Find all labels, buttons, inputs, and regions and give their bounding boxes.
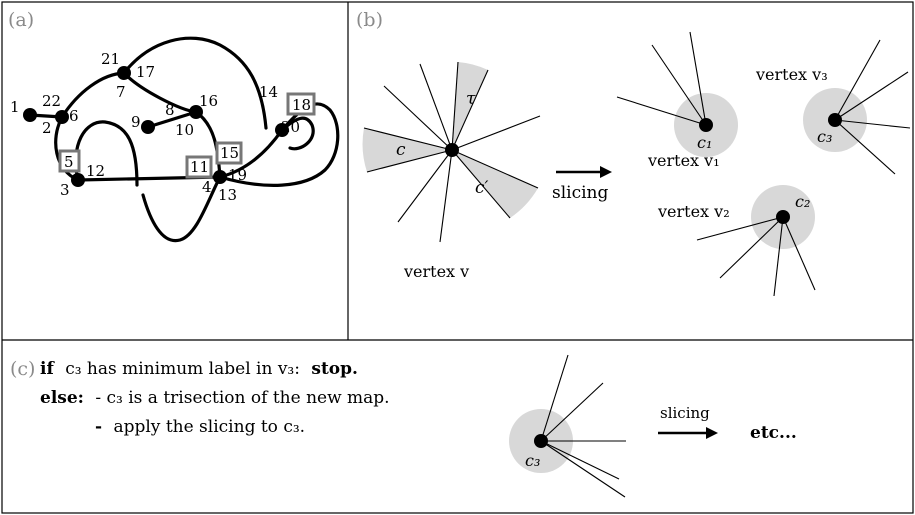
map-label: 1 bbox=[10, 98, 20, 116]
vertex-v-caption: vertex v bbox=[403, 262, 469, 281]
map-label: 21 bbox=[101, 50, 120, 68]
slicing-arrowhead bbox=[600, 166, 612, 178]
map-curves bbox=[28, 36, 340, 243]
panel-c: (c) if c₃ has minimum label in v₃: stop.… bbox=[10, 354, 797, 498]
line2-keyword: else: bbox=[40, 388, 84, 408]
c2-label: c₂ bbox=[795, 192, 810, 211]
c1-label: c₁ bbox=[697, 133, 712, 152]
line3: - apply the slicing to c₃. bbox=[95, 417, 305, 437]
c-prime-label: c′ bbox=[475, 178, 489, 198]
vertex-v-dot bbox=[445, 143, 459, 157]
panel-b-label: (b) bbox=[356, 9, 383, 31]
vertex-v1-rays bbox=[616, 31, 707, 126]
line3-dash: - bbox=[95, 417, 102, 437]
line2-text: - c₃ is a trisection of the new map. bbox=[95, 388, 389, 408]
vertex-v1-dot bbox=[699, 118, 713, 132]
corner-tau-wedge bbox=[452, 62, 488, 150]
map-label: 11 bbox=[190, 158, 209, 176]
map-label: 2 bbox=[42, 119, 52, 137]
corner-c-prime-wedge bbox=[452, 150, 538, 218]
map-label: 3 bbox=[60, 181, 70, 199]
panel-b: (b) τ c c′ vertex v slicing bbox=[356, 9, 911, 297]
line1-keyword: if bbox=[40, 359, 55, 379]
map-labels: 1 22 6 2 21 17 7 9 8 16 10 14 18 20 5 3 … bbox=[10, 50, 311, 204]
map-label: 6 bbox=[69, 107, 79, 125]
line1: if c₃ has minimum label in v₃: stop. bbox=[40, 359, 358, 379]
label-boxes bbox=[58, 92, 316, 179]
vertex-v2-caption: vertex v₂ bbox=[657, 202, 730, 221]
vertex-c-rays bbox=[540, 354, 626, 498]
panel-c-label: (c) bbox=[10, 358, 35, 380]
slicing-label: slicing bbox=[552, 183, 609, 203]
c-label: c bbox=[396, 140, 406, 160]
vertex-v2-rays bbox=[696, 216, 816, 297]
line1-text: c₃ has minimum label in v₃: bbox=[65, 359, 300, 379]
map-label: 10 bbox=[175, 121, 194, 139]
vertex-v3-dot bbox=[828, 113, 842, 127]
map-label: 22 bbox=[42, 92, 61, 110]
map-label: 7 bbox=[116, 83, 126, 101]
panel-a-label: (a) bbox=[8, 9, 34, 31]
map-vertices bbox=[23, 66, 289, 187]
corner-c-wedge bbox=[362, 128, 452, 172]
vertex-v3-rays bbox=[834, 39, 911, 175]
map-label: 19 bbox=[228, 166, 247, 184]
map-label: 15 bbox=[220, 144, 239, 162]
line1-stop: stop. bbox=[311, 359, 358, 379]
vertex-v-rays bbox=[363, 61, 541, 243]
map-label: 8 bbox=[165, 101, 175, 119]
panel-a: (a) bbox=[8, 9, 340, 243]
slicing-label-c: slicing bbox=[660, 404, 710, 422]
map-label: 9 bbox=[131, 113, 141, 131]
vertex-v1-caption: vertex v₁ bbox=[647, 151, 720, 170]
map-label: 17 bbox=[136, 63, 155, 81]
line3-text: apply the slicing to c₃. bbox=[113, 417, 305, 437]
vertex-c-dot bbox=[534, 434, 548, 448]
map-label: 5 bbox=[64, 153, 74, 171]
c3-label: c₃ bbox=[817, 127, 832, 146]
slicing-arrowhead-c bbox=[706, 427, 718, 439]
vertex-v3-caption: vertex v₃ bbox=[755, 65, 828, 84]
etc-label: etc... bbox=[750, 423, 797, 443]
map-label: 18 bbox=[292, 96, 311, 114]
map-label: 12 bbox=[86, 162, 105, 180]
map-label: 13 bbox=[218, 186, 237, 204]
map-label: 20 bbox=[281, 118, 300, 136]
line2: else: - c₃ is a trisection of the new ma… bbox=[40, 388, 390, 408]
map-label: 16 bbox=[199, 92, 218, 110]
map-label: 14 bbox=[259, 83, 278, 101]
tau-label: τ bbox=[466, 89, 476, 109]
vertex-v2-dot bbox=[776, 210, 790, 224]
map-label: 4 bbox=[202, 178, 212, 196]
panel-c-c3-label: c₃ bbox=[525, 451, 540, 470]
